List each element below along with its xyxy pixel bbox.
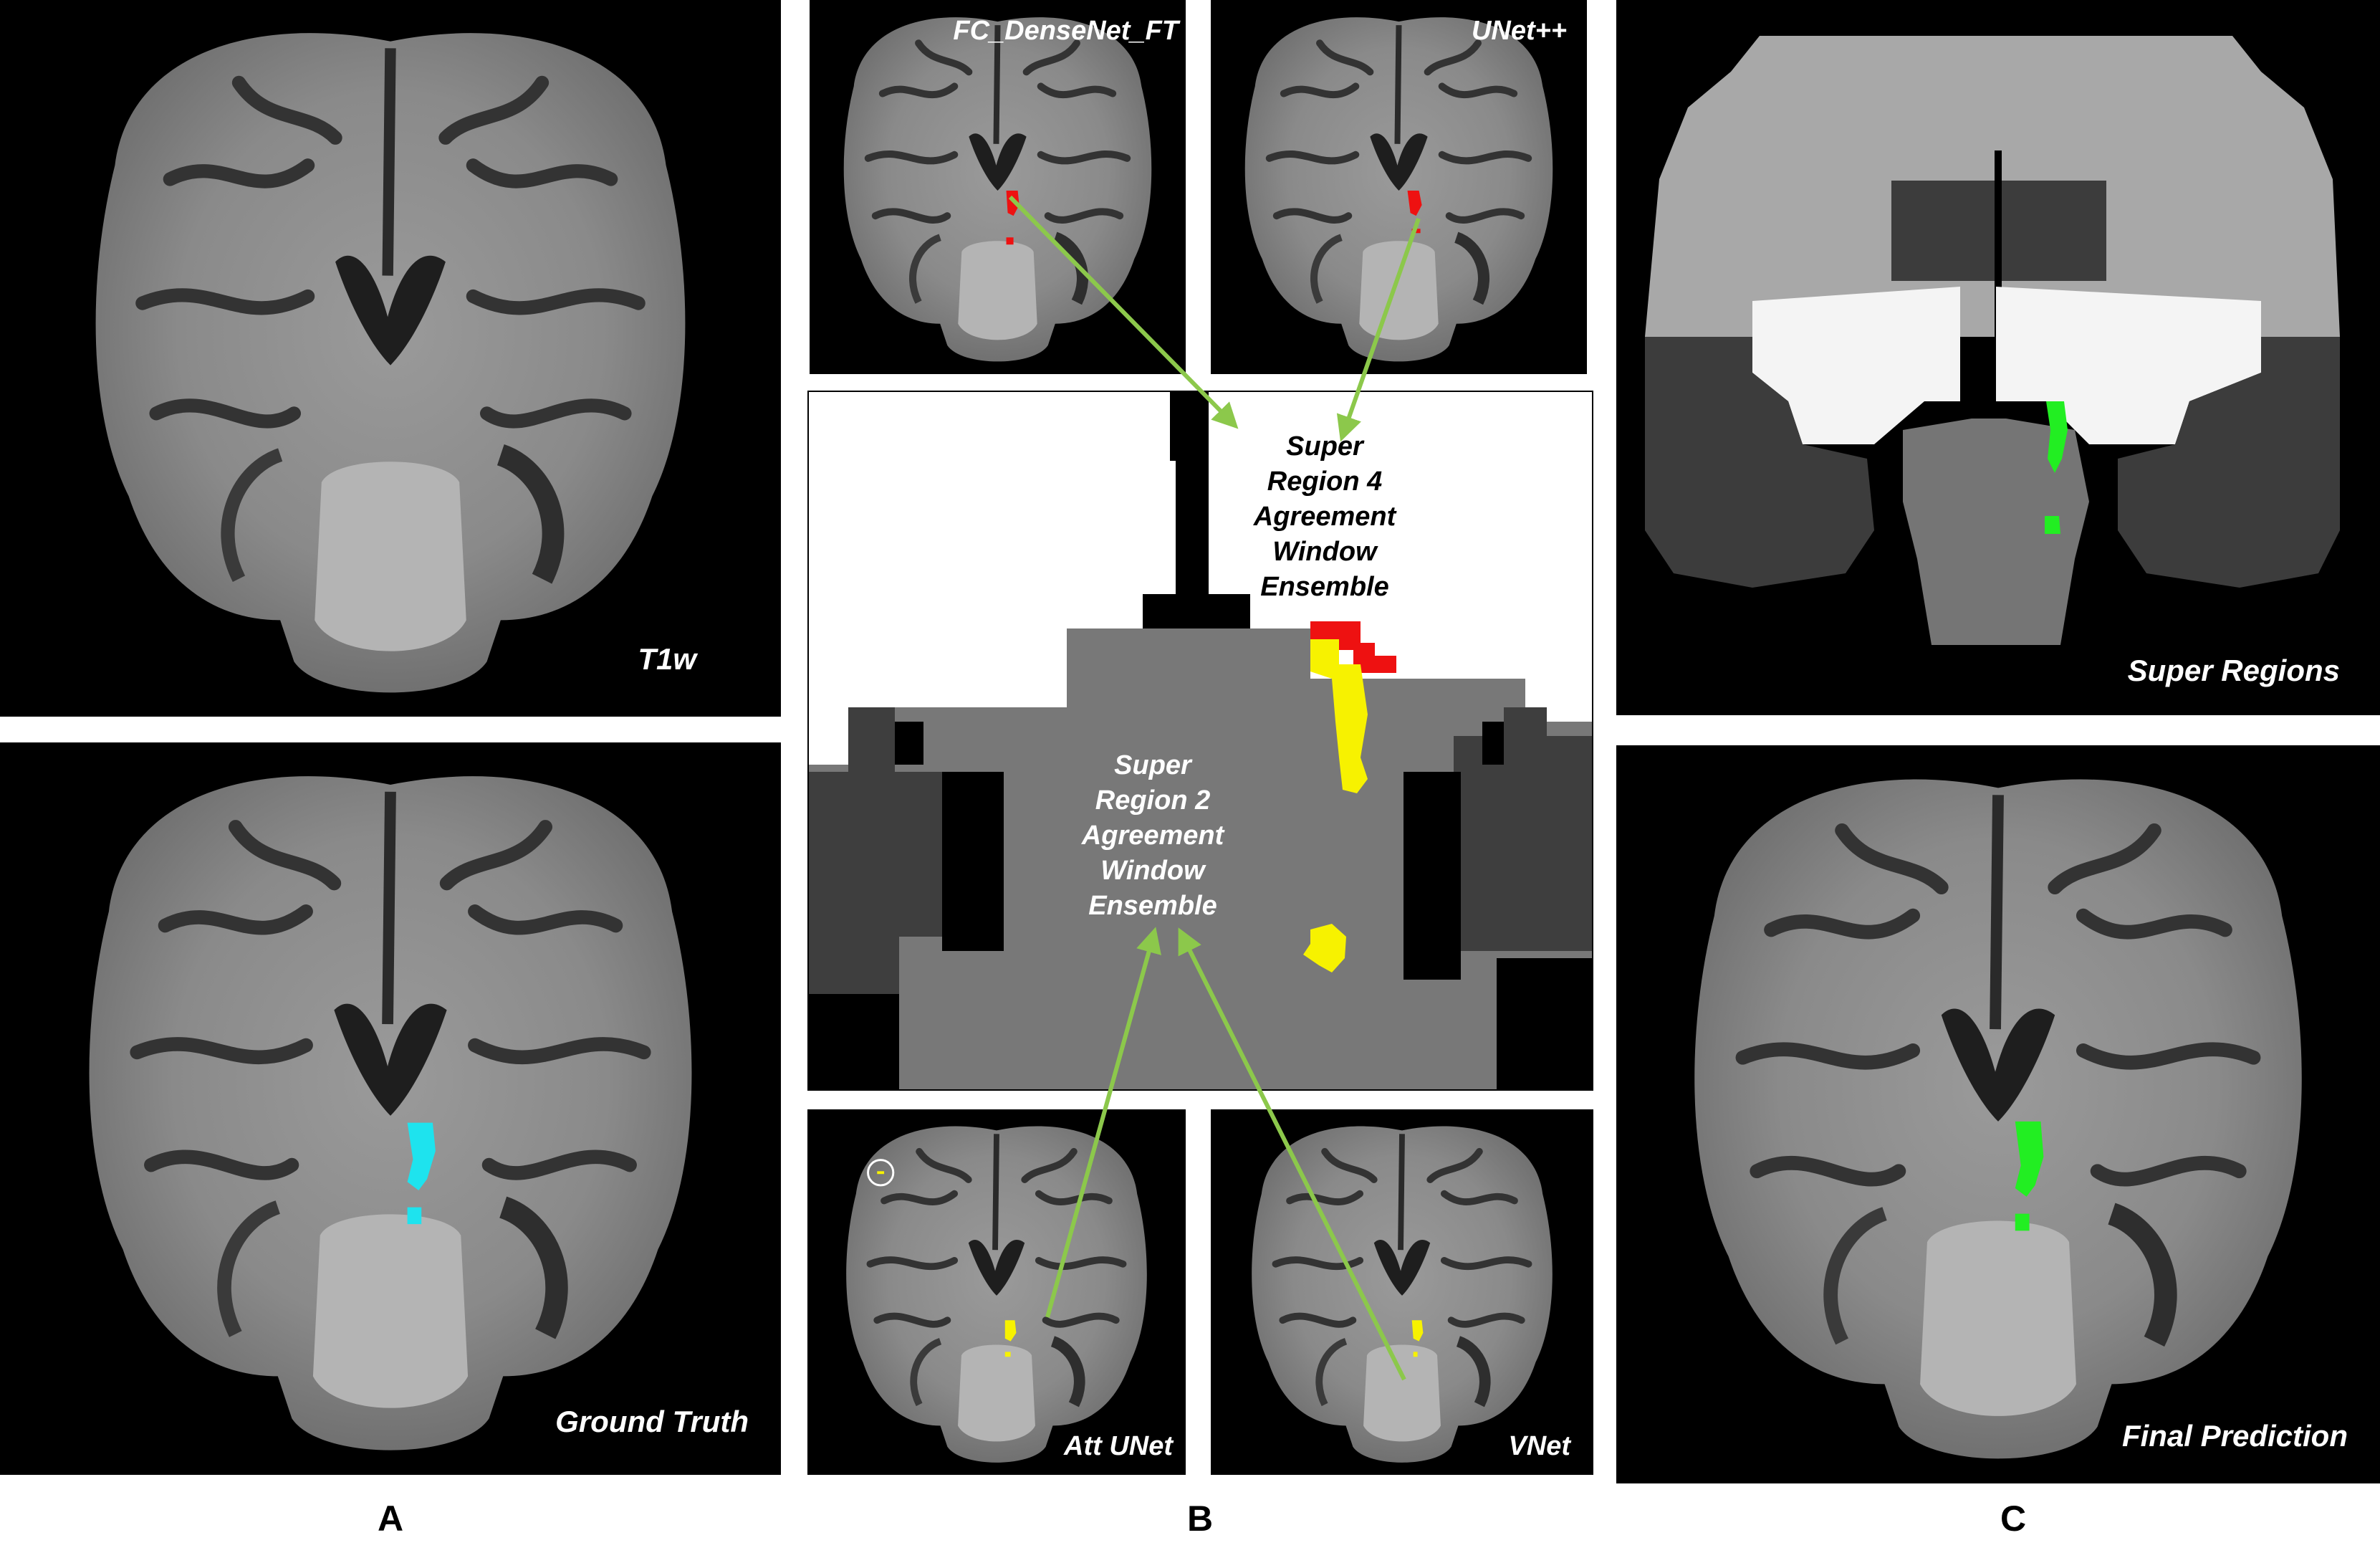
region4-text-line: Super <box>1286 431 1363 462</box>
super-regions-map <box>1645 36 2340 645</box>
super-regions-label: Super Regions <box>2127 654 2340 687</box>
region2-text-line: Region 2 <box>1095 785 1211 816</box>
brain-image <box>1616 745 2380 1483</box>
region4-text-line: Ensemble <box>1260 572 1389 602</box>
final-prediction-panel: Final Prediction <box>1616 745 2380 1483</box>
region4-ensemble-text: Super Region 4 Agreement Window Ensemble <box>1210 429 1439 605</box>
unetpp-panel: UNet++ <box>1211 0 1587 374</box>
brain-image <box>1211 1109 1593 1475</box>
red-prediction-mask <box>1407 191 1422 234</box>
brain-image <box>1211 0 1587 374</box>
region2-text-line: Window <box>1100 856 1205 886</box>
region4-text-line: Window <box>1272 537 1377 567</box>
fc-densenet-panel: FC_DenseNet_FT <box>810 0 1186 374</box>
att-unet-panel: Att UNet <box>807 1109 1186 1475</box>
brain-image <box>807 1109 1186 1475</box>
brain-image <box>0 742 781 1475</box>
brain-image <box>0 0 781 717</box>
vnet-label: VNet <box>1508 1431 1570 1461</box>
region2-text-line: Super <box>1114 750 1191 780</box>
t1w-label: T1w <box>638 642 696 676</box>
region4-text-line: Region 4 <box>1267 467 1383 497</box>
final-prediction-label: Final Prediction <box>2121 1419 2348 1453</box>
super-region-map <box>809 392 1592 1089</box>
fc-densenet-label: FC_DenseNet_FT <box>953 16 1179 46</box>
ground-truth-panel: Ground Truth <box>0 742 781 1475</box>
att-unet-label: Att UNet <box>1064 1431 1173 1461</box>
unetpp-label: UNet++ <box>1471 16 1567 46</box>
super-region-zoom-panel: Super Region 4 Agreement Window Ensemble… <box>807 391 1593 1091</box>
ground-truth-mask <box>407 1122 436 1225</box>
super-regions-panel: Super Regions <box>1616 0 2380 715</box>
region4-text-line: Agreement <box>1253 502 1396 532</box>
final-prediction-mask <box>2015 1121 2044 1231</box>
region2-text-line: Ensemble <box>1088 891 1217 921</box>
ground-truth-label: Ground Truth <box>555 1405 749 1438</box>
column-label-c: C <box>2000 1499 2027 1539</box>
column-label-a: A <box>377 1499 404 1539</box>
yellow-prediction-mask <box>1411 1320 1424 1357</box>
brain-image <box>810 0 1186 374</box>
region2-ensemble-text: Super Region 2 Agreement Window Ensemble <box>1035 748 1271 924</box>
t1w-panel: T1w <box>0 0 781 717</box>
region2-text-line: Agreement <box>1081 821 1224 851</box>
column-label-b: B <box>1186 1499 1214 1539</box>
vnet-panel: VNet <box>1211 1109 1593 1475</box>
yellow-prediction-mask <box>1004 1320 1017 1357</box>
